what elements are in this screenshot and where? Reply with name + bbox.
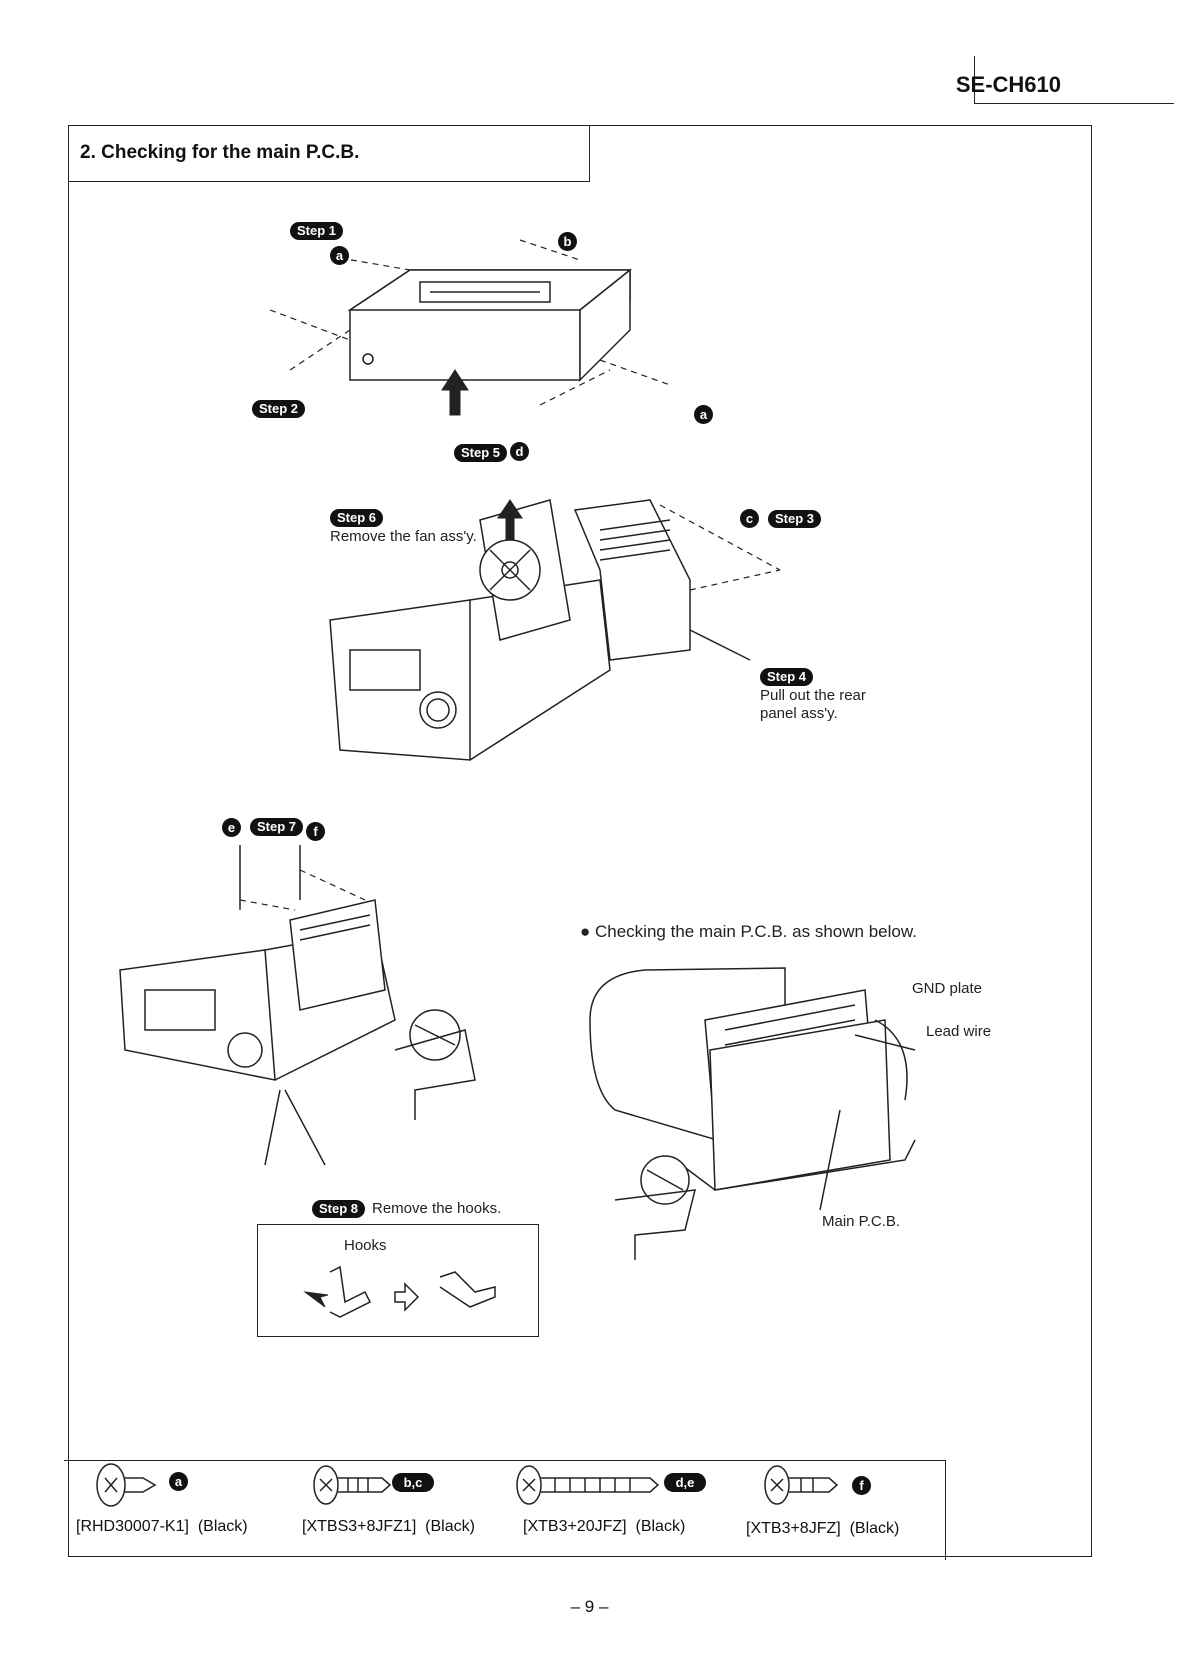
step-6-note: Remove the fan ass'y. [330,528,477,545]
step-3-badge: Step 3 [768,510,822,528]
cover-removal-illustration [269,239,671,416]
part-1: [RHD30007-K1] (Black) [76,1518,248,1536]
parts-box [64,1460,946,1560]
page-number: – 9 – [570,1597,609,1616]
hooks-inset [257,1224,539,1337]
gnd-plate-label: GND plate [912,980,983,997]
step-1-badge: Step 1 [290,222,344,240]
section-title-box [68,125,590,182]
marker-d: d [510,442,529,461]
check-note-text: Checking the main P.C.B. as shown below. [595,922,917,941]
screw-de-icon [516,1465,660,1505]
step-5-badge: Step 5 [454,444,508,462]
part-marker-bc: b,c [392,1473,434,1492]
step-8-note: Remove the hooks. [372,1200,502,1217]
step-4-note-line1: Pull out the rear [760,687,866,704]
hooks-label: Hooks [344,1237,387,1254]
main-pcb-illustration [589,967,916,1260]
part-marker-de: d,e [664,1473,706,1492]
marker-c: c [740,509,759,528]
part-2: [XTBS3+8JFZ1] (Black) [302,1518,475,1536]
part-4-color: (Black) [849,1520,900,1537]
part-marker-f: f [852,1476,871,1495]
main-pcb-label: Main P.C.B. [822,1213,901,1230]
marker-f-top: f [306,822,325,841]
part-marker-a: a [169,1472,188,1491]
part-3-color: (Black) [635,1518,686,1535]
pcb-removal-illustration [119,845,476,1166]
step-7-badge: Step 7 [250,818,304,836]
marker-e-top: e [222,818,241,837]
step-2-badge: Step 2 [252,400,306,418]
lead-wire-label: Lead wire [926,1023,992,1040]
marker-b: b [558,232,577,251]
chassis-rear-panel-illustration [329,499,781,761]
step-4-note-line2: panel ass'y. [760,705,838,722]
part-1-code: [RHD30007-K1] [76,1518,189,1535]
screw-f-icon [764,1465,839,1505]
model-number: SE-CH610 [955,72,1061,97]
section-title: 2. Checking for the main P.C.B. [80,142,360,163]
step-4-badge: Step 4 [760,668,814,686]
marker-a-top: a [330,246,349,265]
part-4-code: [XTB3+8JFZ] [746,1520,841,1537]
part-1-color: (Black) [197,1518,248,1535]
screw-bc-icon [313,1465,392,1505]
check-note: ● Checking the main P.C.B. as shown belo… [580,922,917,941]
part-3-code: [XTB3+20JFZ] [523,1518,627,1535]
part-2-code: [XTBS3+8JFZ1] [302,1518,417,1535]
step-6-badge: Step 6 [330,509,384,527]
header-rule [974,56,1174,104]
screw-a-icon [96,1463,157,1507]
step-8-badge: Step 8 [312,1200,366,1218]
marker-a-right: a [694,405,713,424]
part-4: [XTB3+8JFZ] (Black) [746,1520,899,1538]
part-2-color: (Black) [425,1518,475,1535]
content-frame [68,125,1092,1557]
hooks-detail-illustration [303,1265,496,1318]
part-3: [XTB3+20JFZ] (Black) [523,1518,685,1536]
